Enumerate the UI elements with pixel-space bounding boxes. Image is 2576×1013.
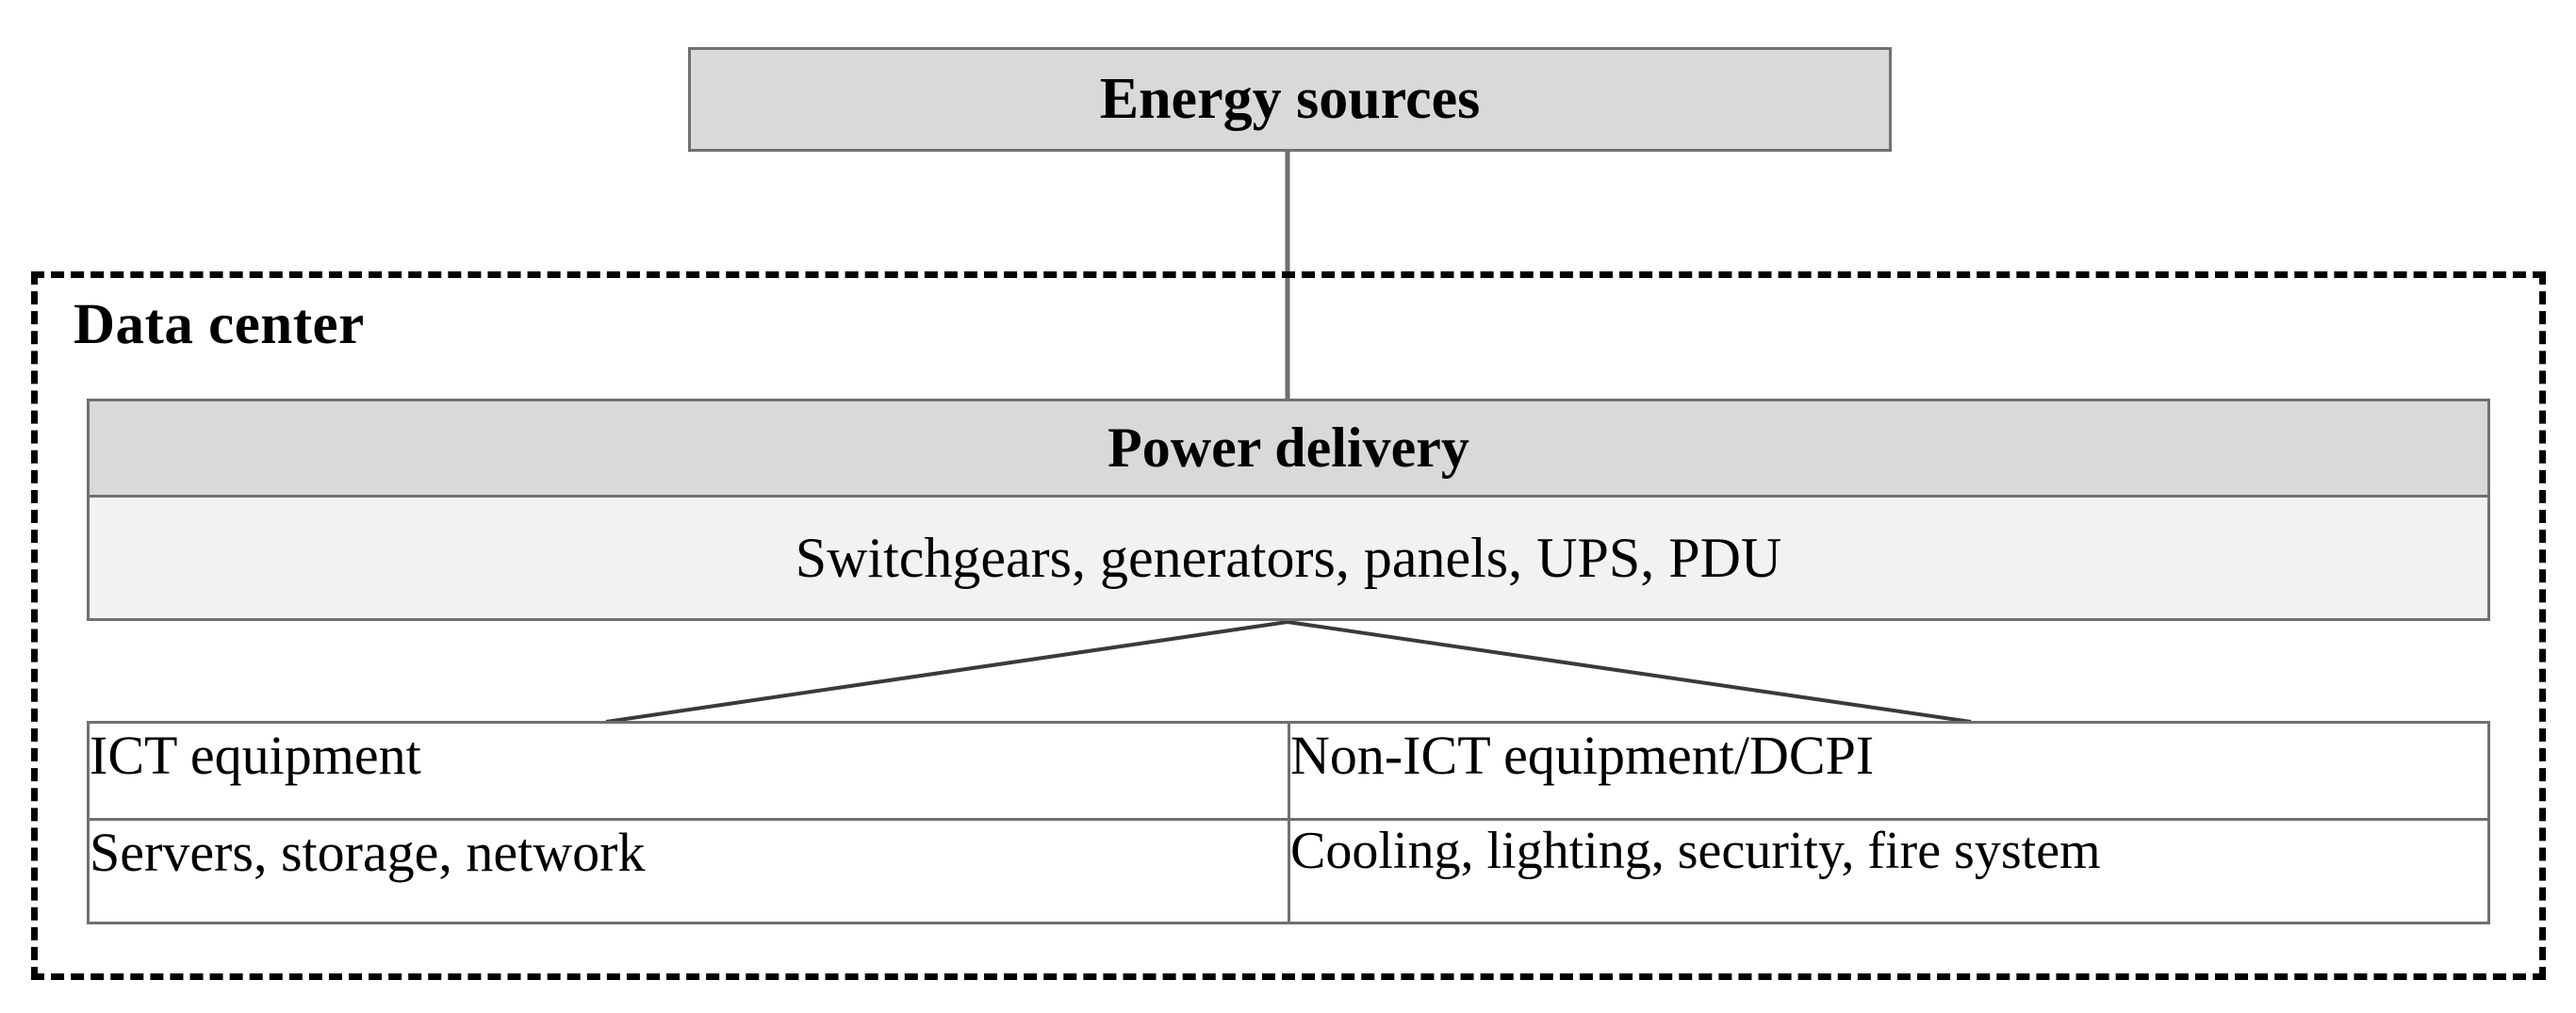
data-center-boundary: [31, 271, 2546, 980]
node-power-delivery: Power delivery Switchgears, generators, …: [87, 399, 2490, 621]
data-center-label: Data center: [74, 293, 365, 356]
equipment-table: ICT equipment Servers, storage, network …: [87, 721, 2490, 924]
node-non-ict-equipment: Non-ICT equipment/DCPI Cooling, lighting…: [1290, 724, 2487, 922]
node-energy-sources: Energy sources: [688, 47, 1892, 152]
node-energy-sources-label: Energy sources: [691, 50, 1889, 149]
node-non-ict-equipment-body: Cooling, lighting, security, fire system: [1290, 822, 2101, 880]
node-ict-equipment: ICT equipment Servers, storage, network: [90, 724, 1290, 922]
node-power-delivery-body: Switchgears, generators, panels, UPS, PD…: [90, 498, 2487, 618]
node-non-ict-equipment-header: Non-ICT equipment/DCPI: [1290, 724, 2487, 821]
node-ict-equipment-header: ICT equipment: [90, 724, 1288, 821]
node-ict-equipment-body: Servers, storage, network: [90, 822, 646, 883]
node-power-delivery-header: Power delivery: [90, 401, 2487, 498]
